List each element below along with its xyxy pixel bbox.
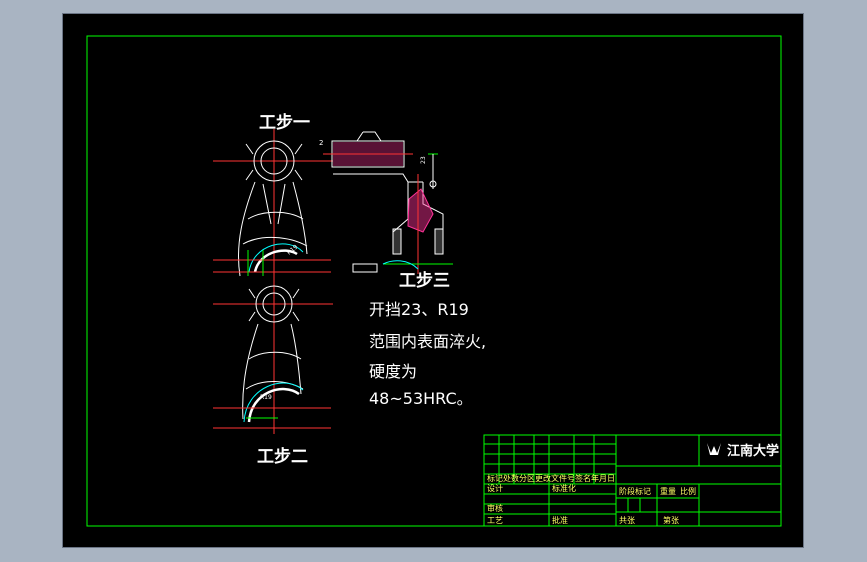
note-line3: 硬度为	[369, 362, 417, 381]
cad-viewport[interactable]: 工步一 R19 工步二 R19 2	[62, 13, 804, 548]
step3-label: 工步三	[399, 270, 450, 291]
step1-part	[213, 129, 333, 284]
step2-part	[213, 284, 333, 434]
dim-23: 23	[420, 156, 427, 164]
tb-design: 设计	[487, 483, 503, 493]
drawing-frame	[86, 35, 782, 527]
note-line1: 开挡23、R19	[369, 300, 469, 319]
tb-weight: 重量	[660, 486, 676, 496]
step2-label: 工步二	[257, 446, 308, 467]
note-line4: 48~53HRC。	[369, 389, 473, 408]
tb-scale: 比例	[680, 486, 696, 496]
dim-r19-step2: R19	[260, 394, 272, 401]
tb-review: 审核	[487, 503, 503, 513]
drawing-canvas: 工步一 R19 工步二 R19 2	[86, 35, 782, 527]
dim-2: 2	[319, 139, 323, 147]
note-line2: 范围内表面淬火,	[369, 332, 486, 351]
title-block	[483, 434, 782, 527]
tb-sheet-no: 第张	[663, 515, 679, 525]
tb-approve: 批准	[552, 515, 568, 525]
step1-label: 工步一	[259, 112, 310, 133]
tb-stage-mark: 阶段标记	[619, 486, 651, 496]
tb-standardize: 标准化	[552, 483, 576, 493]
tb-total-sheets: 共张	[619, 516, 635, 525]
step3-section	[323, 131, 453, 274]
university-logo-icon	[707, 443, 721, 455]
dim-r19-step1: R19	[286, 243, 300, 256]
tb-row1: 标记处数分区更改文件号签名年月日	[487, 473, 615, 483]
tb-university: 江南大学	[727, 443, 779, 459]
tb-process: 工艺	[487, 516, 503, 525]
